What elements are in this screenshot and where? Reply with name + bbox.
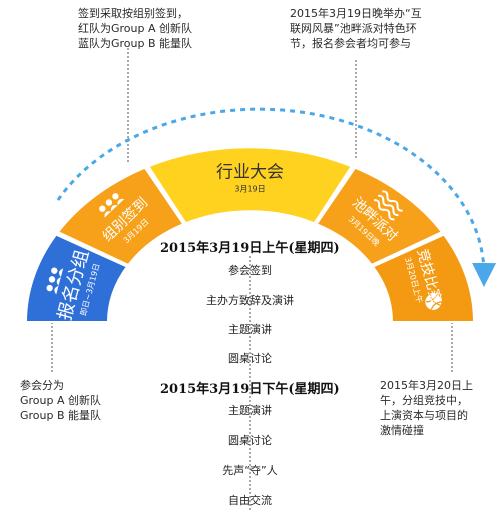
wave-icon	[373, 190, 403, 221]
schedule-item: 主题演讲	[228, 323, 272, 336]
volleyball-icon	[425, 293, 442, 310]
schedule-item: 圆桌讨论	[228, 352, 272, 365]
schedule-afternoon-heading: 2015年3月19日下午(星期四)	[160, 382, 340, 397]
arc-segment-shape	[371, 233, 476, 323]
schedule-item: 主题演讲	[228, 404, 272, 417]
progress-arc-arrow	[56, 107, 497, 287]
note-bottom-right: 2015年3月20日上 午，分组竞技中， 上演资本与项目的 激情碰撞	[380, 379, 473, 437]
schedule-item: 主办方致辞及演讲	[206, 294, 294, 307]
arc-segment-shape	[24, 233, 129, 323]
schedule-item: 圆桌讨论	[228, 434, 272, 447]
note-top-right: 2015年3月19日晚举办“互 联网风暴”池畔派对特色环 节，报名参会者均可参与	[290, 7, 422, 50]
note-top-left: 签到采取按组别签到， 红队为Group A 创新队 蓝队为Group B 能量队	[78, 7, 193, 50]
arc-segment-shape	[146, 146, 354, 225]
note-bottom-left: 参会分为 Group A 创新队 Group B 能量队	[20, 379, 102, 422]
group-icon	[46, 267, 64, 295]
arc-segment-shape	[56, 166, 185, 267]
schedule-morning-heading: 2015年3月19日上午(星期四)	[160, 241, 340, 256]
schedule-item: 先声“夺”人	[222, 464, 278, 477]
arc-segment-shape	[315, 166, 444, 267]
arc-segment-labels: 行业大会 3月19日	[216, 162, 284, 193]
arc-segment: 行业大会 3月19日	[146, 146, 354, 225]
segment-title: 行业大会	[216, 162, 284, 182]
group-icon	[99, 193, 125, 218]
schedule-item: 参会签到	[228, 264, 272, 277]
schedule-item: 自由交流	[228, 494, 272, 507]
segment-date: 3月19日	[234, 184, 265, 193]
